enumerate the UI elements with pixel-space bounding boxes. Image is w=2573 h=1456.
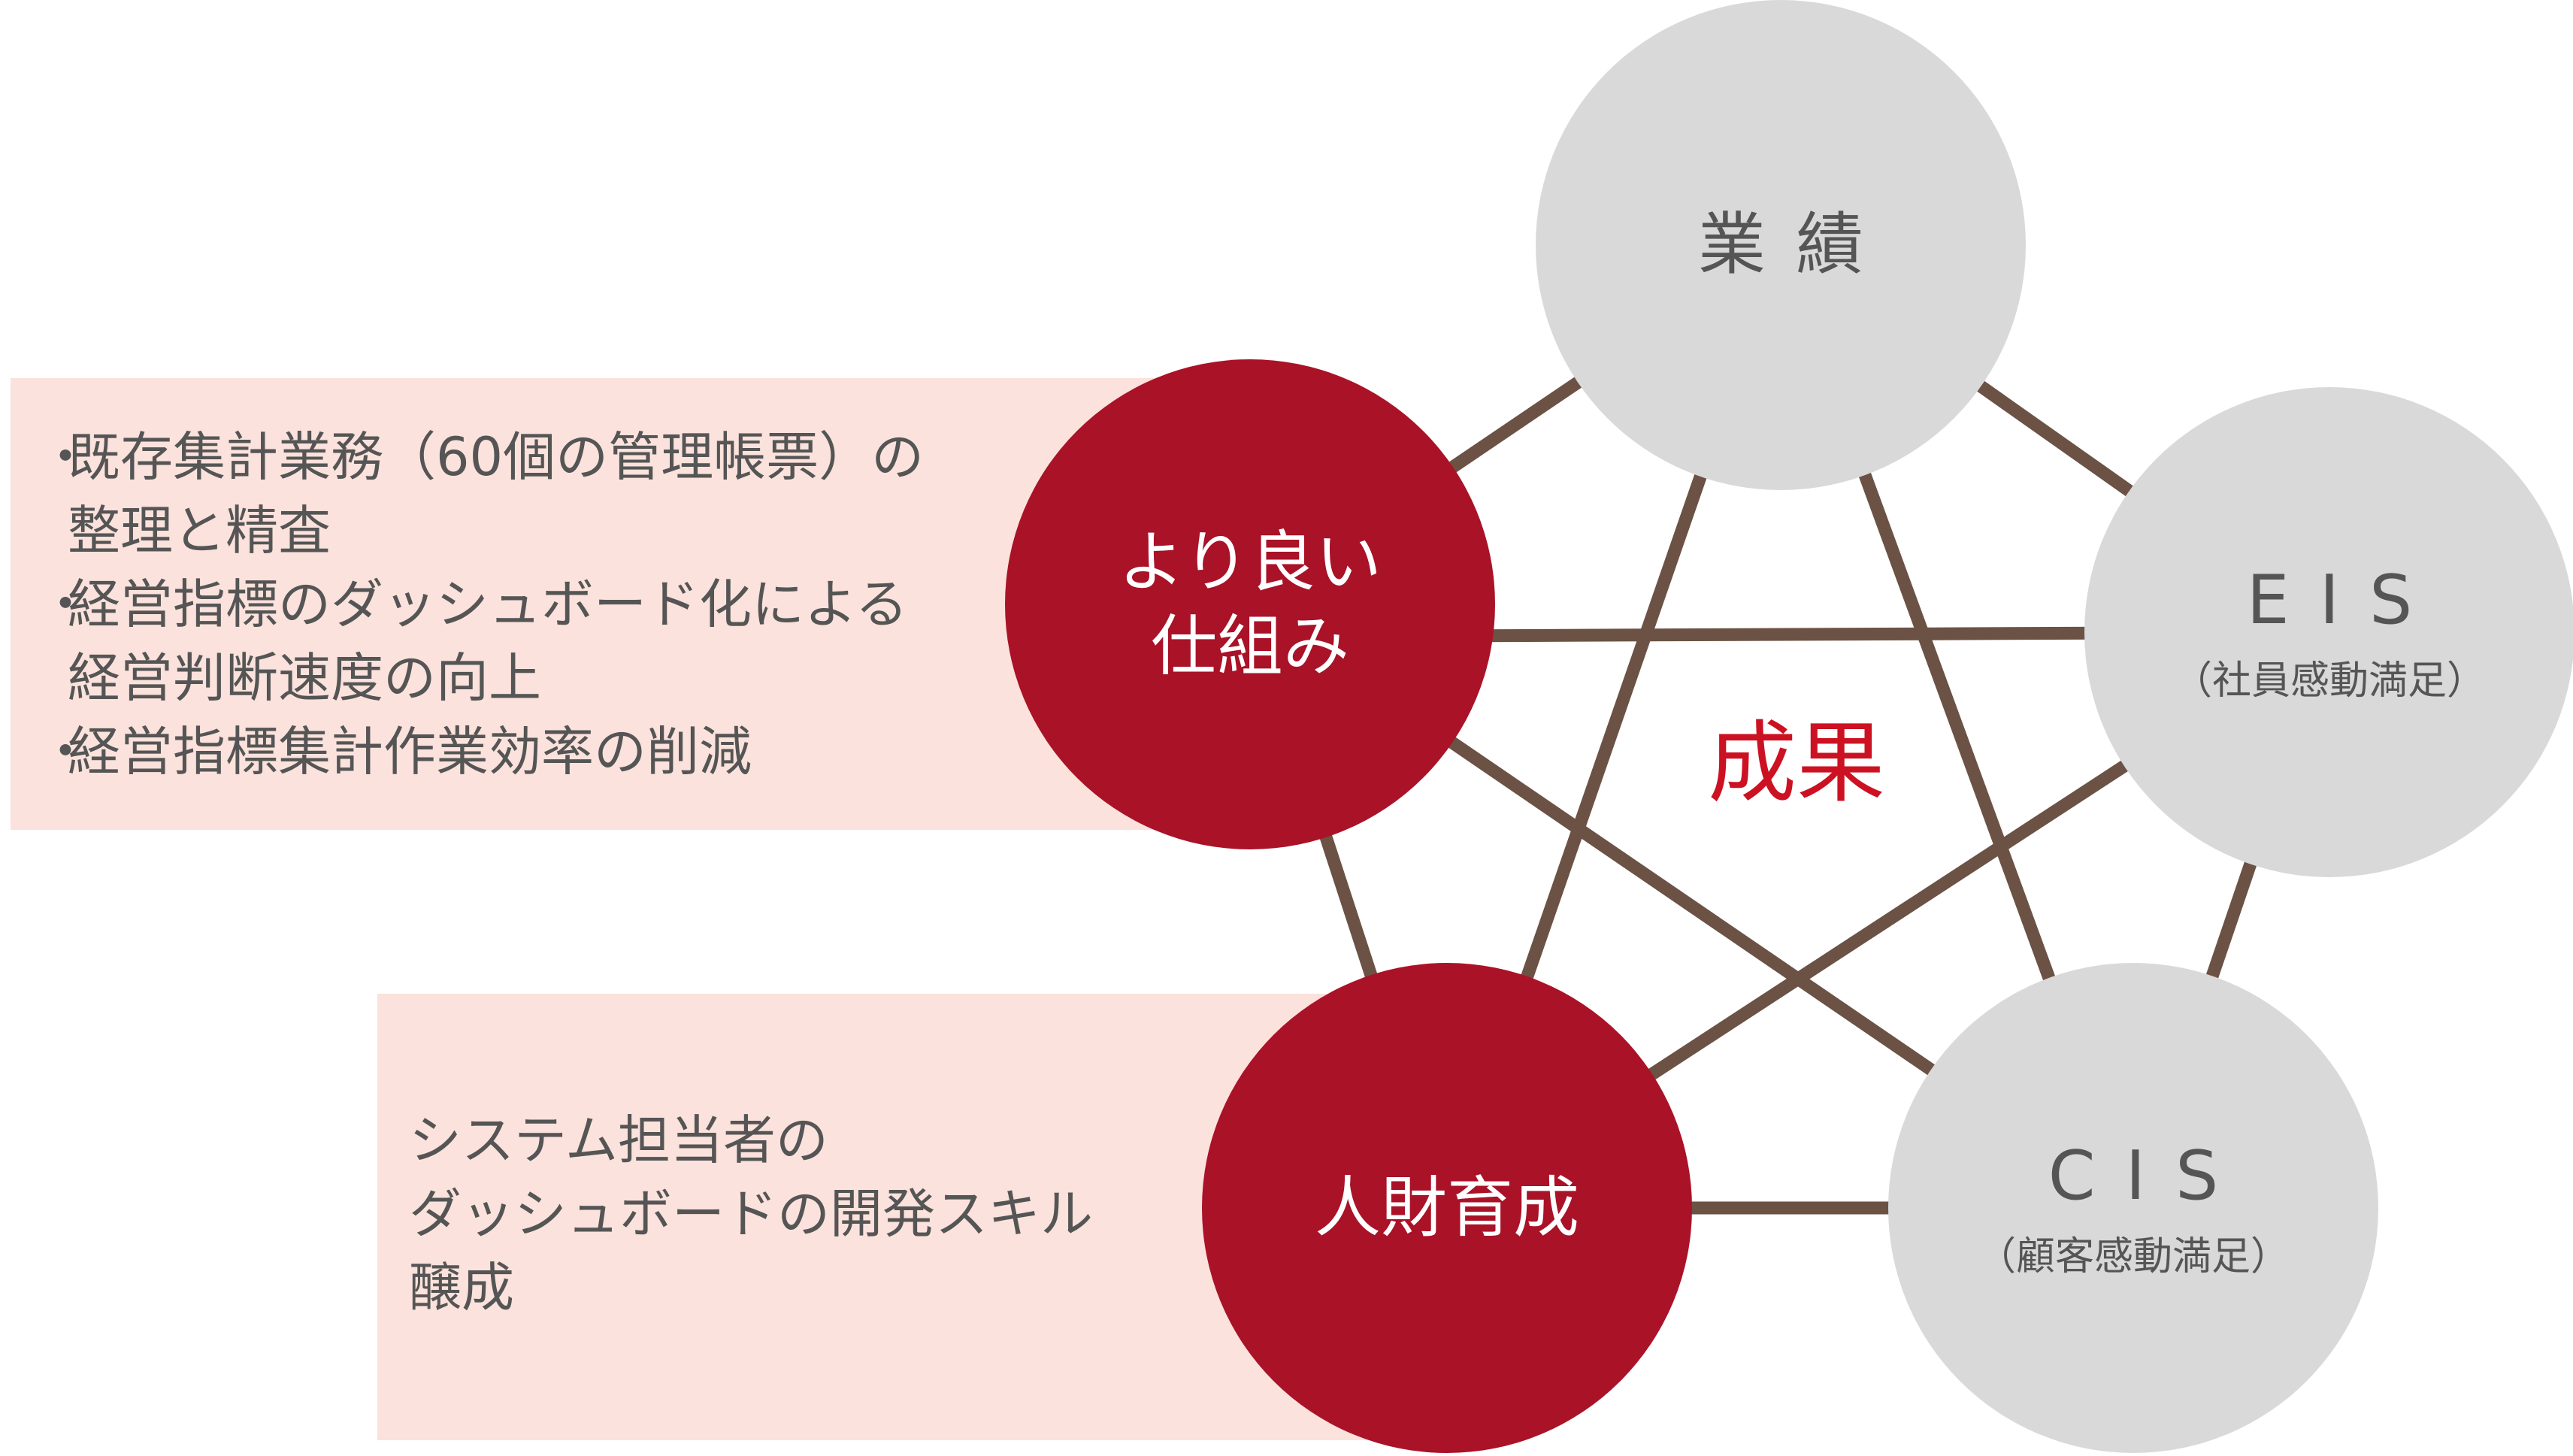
- bullet-line: 経営指標集計作業効率の削減: [68, 721, 752, 782]
- performance-label: 業績: [1698, 205, 1893, 284]
- bullet-item: ・ 経営指標のダッシュボード化による 経営判断速度の向上: [39, 568, 924, 715]
- bottom-panel-line: システム担当者の: [409, 1109, 828, 1171]
- performance-node: 業績: [1536, 0, 2026, 490]
- eis-node: EIS （社員感動満足）: [2084, 387, 2573, 877]
- bullet-item: ・ 経営指標集計作業効率の削減: [39, 715, 924, 789]
- bullet-line: 既存集計業務（60個の管理帳票）の: [68, 426, 925, 488]
- mechanism-label-line2: 仕組み: [1150, 607, 1349, 685]
- talent-label: 人財育成: [1314, 1169, 1579, 1246]
- eis-label: EIS: [2246, 561, 2443, 640]
- bullet-mark: ・: [39, 721, 92, 782]
- bottom-panel-line: ダッシュボードの開発スキル: [409, 1183, 1093, 1245]
- bottom-panel-line: 醸成: [409, 1257, 514, 1318]
- mechanism-node: より良い 仕組み: [1005, 359, 1495, 849]
- bullet-line: 経営判断速度の向上: [68, 647, 541, 709]
- bullet-mark: ・: [39, 426, 92, 488]
- mechanism-label-line1: より良い: [1118, 523, 1382, 601]
- cis-node: CIS （顧客感動満足）: [1888, 963, 2378, 1453]
- bullet-item: ・ 既存集計業務（60個の管理帳票）の 整理と精査: [39, 420, 924, 568]
- bottom-panel-text: システム担当者の ダッシュボードの開発スキル 醸成: [409, 1103, 1093, 1324]
- cis-sublabel: （顧客感動満足）: [1976, 1234, 2290, 1279]
- top-panel-bullet-list: ・ 既存集計業務（60個の管理帳票）の 整理と精査 ・ 経営指標のダッシュボード…: [39, 420, 924, 789]
- eis-sublabel: （社員感動満足）: [2172, 658, 2486, 704]
- bullet-line: 経営指標のダッシュボード化による: [68, 574, 908, 635]
- bullet-mark: ・: [39, 574, 92, 635]
- talent-node: 人財育成: [1202, 963, 1692, 1453]
- bullet-line: 整理と精査: [68, 500, 331, 562]
- center-result-label: 成果: [1707, 711, 1885, 815]
- cis-label: CIS: [2048, 1137, 2249, 1215]
